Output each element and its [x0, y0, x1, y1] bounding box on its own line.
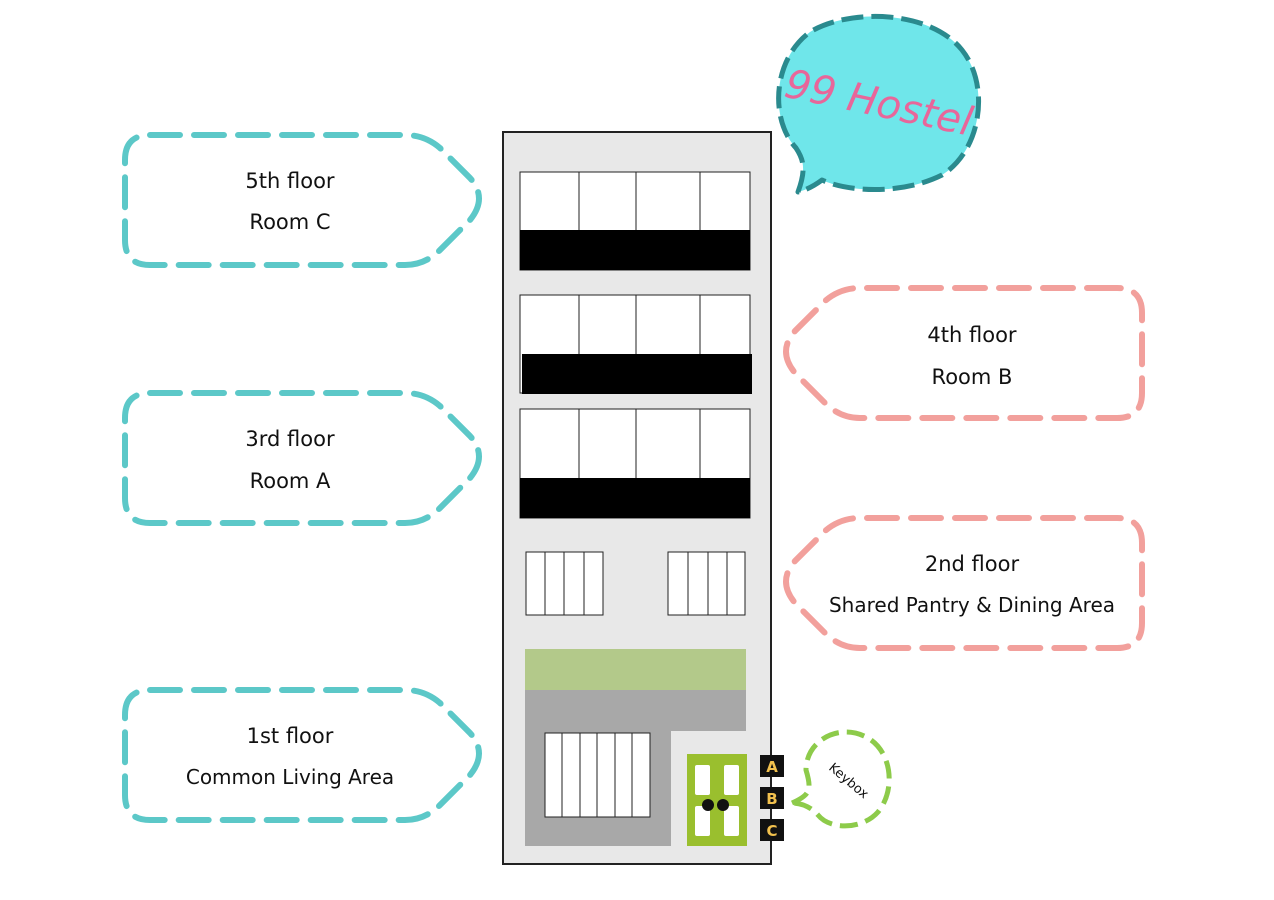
tag-5th-floor-shape: [122, 132, 482, 268]
title-bubble: 99 Hostel: [776, 13, 982, 195]
lockbox-b-box: [760, 787, 784, 809]
door-pane: [695, 806, 710, 836]
window-right: [667, 551, 746, 616]
lockbox-b: B: [760, 787, 784, 809]
tag-4th-floor-level: 4th floor: [927, 323, 1017, 347]
tag-4th-floor-shape: [783, 285, 1145, 421]
tag-1st-floor-shape: [122, 687, 482, 823]
tag-3rd-floor-shape: [122, 390, 482, 526]
tag-5th-floor: 5th floor Room C: [122, 132, 482, 268]
balcony-railing: [520, 478, 750, 518]
tag-2nd-floor-level: 2nd floor: [925, 552, 1020, 576]
tag-4th-floor: 4th floor Room B: [783, 285, 1145, 421]
tag-1st-floor: 1st floor Common Living Area: [122, 687, 482, 823]
door-pane: [724, 806, 739, 836]
lockbox-a-label: A: [766, 758, 778, 776]
tag-2nd-floor-shape: [783, 515, 1145, 651]
entrance-canopy: [525, 649, 746, 690]
door-knob: [702, 799, 714, 811]
lockbox-c-label: C: [766, 822, 777, 840]
door-pane: [724, 765, 739, 795]
floor-4-windows: [519, 294, 752, 394]
tag-5th-floor-level: 5th floor: [245, 169, 335, 193]
tag-1st-floor-level: 1st floor: [247, 724, 334, 748]
floor-5-windows: [519, 171, 751, 271]
lockbox-b-label: B: [766, 790, 777, 808]
lockbox-a-box: [760, 755, 784, 777]
tag-1st-floor-name: Common Living Area: [186, 765, 394, 789]
door-pane: [695, 765, 710, 795]
tag-5th-floor-name: Room C: [249, 210, 330, 234]
tag-2nd-floor-name: Shared Pantry & Dining Area: [829, 593, 1115, 617]
balcony-railing: [522, 354, 752, 394]
lockbox-a: A: [760, 755, 784, 777]
keybox-label: Keybox: [825, 760, 871, 802]
lockbox-c: C: [760, 819, 784, 841]
tag-3rd-floor-name: Room A: [250, 469, 331, 493]
floor-2-windows: [525, 551, 746, 616]
entrance-door: [687, 754, 747, 846]
lockbox-c-box: [760, 819, 784, 841]
floor-3-windows: [519, 408, 751, 519]
building: A B C: [502, 131, 784, 865]
ground-floor: [525, 649, 747, 846]
tag-3rd-floor: 3rd floor Room A: [122, 390, 482, 526]
balcony-railing: [520, 230, 750, 270]
keybox-bubble-shape: [789, 729, 892, 829]
door-knob: [717, 799, 729, 811]
title-bubble-shape: [776, 13, 982, 195]
tag-4th-floor-name: Room B: [932, 365, 1013, 389]
keybox-bubble: Keybox: [789, 729, 892, 829]
tag-2nd-floor: 2nd floor Shared Pantry & Dining Area: [783, 515, 1145, 651]
tag-3rd-floor-level: 3rd floor: [245, 427, 335, 451]
